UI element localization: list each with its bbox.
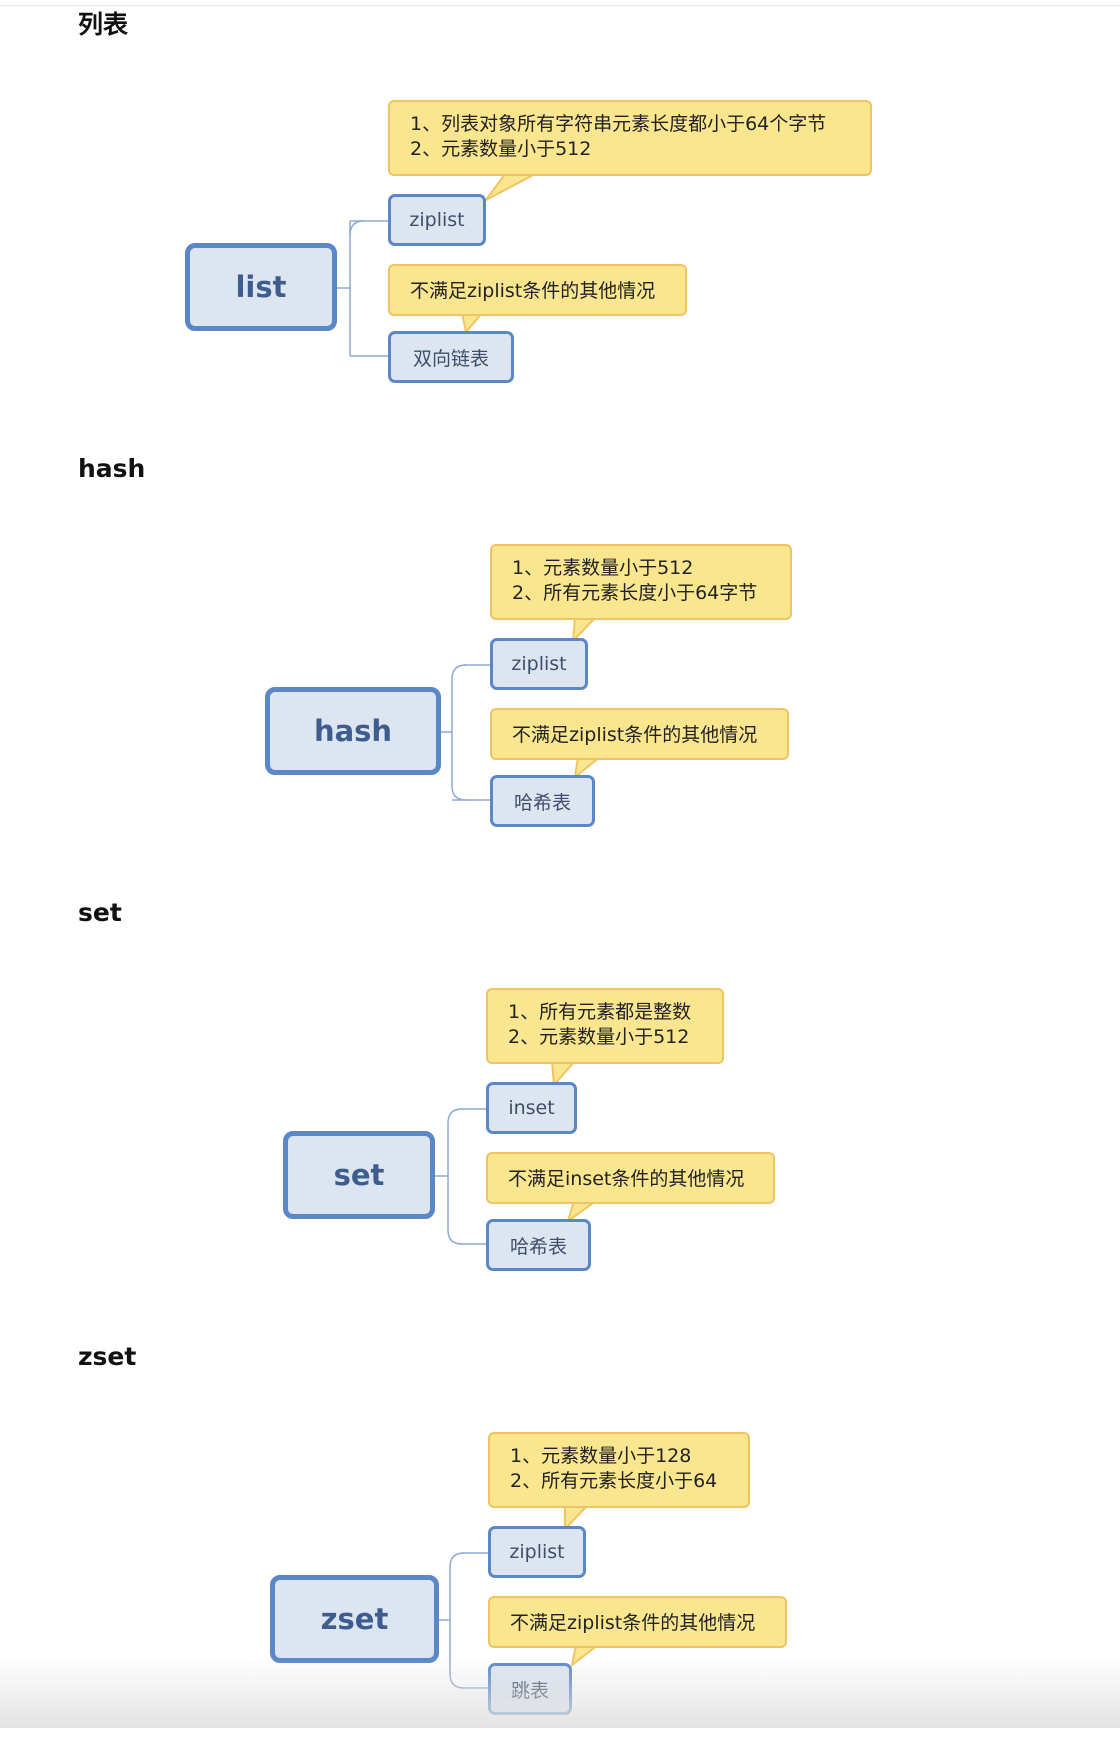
note-tail xyxy=(573,756,603,780)
child-node-ziplist[interactable]: ziplist xyxy=(388,194,486,246)
note-line: 1、元素数量小于128 xyxy=(510,1445,692,1467)
section-heading-hash: hash xyxy=(78,454,146,483)
fallback-note: 不满足inset条件的其他情况 xyxy=(486,1152,775,1204)
note-line: 不满足inset条件的其他情况 xyxy=(508,1168,745,1190)
note-line: 不满足ziplist条件的其他情况 xyxy=(510,1612,756,1634)
connector-line xyxy=(337,220,388,357)
condition-note: 1、所有元素都是整数 2、元素数量小于512 xyxy=(486,988,724,1064)
child-node-ziplist[interactable]: ziplist xyxy=(488,1526,586,1578)
root-node-zset[interactable]: zset xyxy=(270,1575,439,1663)
note-line: 1、所有元素都是整数 xyxy=(508,1001,692,1023)
connector-curve xyxy=(451,785,467,801)
section-heading-zset: zset xyxy=(78,1342,137,1371)
condition-note: 1、列表对象所有字符串元素长度都小于64个字节 2、元素数量小于512 xyxy=(388,100,872,176)
section-heading-list: 列表 xyxy=(78,10,129,39)
connector-line xyxy=(437,1552,488,1689)
diagram-zset: 1、元素数量小于128 2、所有元素长度小于64 ziplist 不满足zipl… xyxy=(0,1332,1120,1752)
note-tail xyxy=(485,173,536,201)
note-line: 1、列表对象所有字符串元素长度都小于64个字节 xyxy=(410,113,827,135)
note-line: 1、元素数量小于512 xyxy=(512,557,694,579)
fallback-note: 不满足ziplist条件的其他情况 xyxy=(490,708,789,760)
root-node-hash[interactable]: hash xyxy=(265,687,441,775)
section-heading-set: set xyxy=(78,898,122,927)
connector-curve xyxy=(449,1552,465,1568)
connector-curve xyxy=(447,1108,463,1124)
root-node-set[interactable]: set xyxy=(283,1131,435,1219)
connector-lines xyxy=(337,170,536,357)
note-line: 不满足ziplist条件的其他情况 xyxy=(410,280,656,302)
connector-curve xyxy=(349,220,365,236)
connector-curve xyxy=(451,664,467,680)
fallback-note: 不满足ziplist条件的其他情况 xyxy=(488,1596,787,1648)
condition-note: 1、元素数量小于512 2、所有元素长度小于64字节 xyxy=(490,544,792,620)
note-line: 2、元素数量小于512 xyxy=(410,138,592,160)
note-line: 不满足ziplist条件的其他情况 xyxy=(512,724,758,746)
top-divider xyxy=(0,5,1120,6)
note-line: 2、所有元素长度小于64 xyxy=(510,1470,718,1492)
child-node-hashtable[interactable]: 哈希表 xyxy=(490,775,595,827)
child-node-linked-list[interactable]: 双向链表 xyxy=(388,331,514,383)
child-node-hashtable[interactable]: 哈希表 xyxy=(486,1219,591,1271)
note-line: 2、元素数量小于512 xyxy=(508,1026,690,1048)
note-line: 2、所有元素长度小于64字节 xyxy=(512,582,758,604)
diagram-set: 1、所有元素都是整数 2、元素数量小于512 inset 不满足inset条件的… xyxy=(0,888,1120,1308)
condition-note: 1、元素数量小于128 2、所有元素长度小于64 xyxy=(488,1432,750,1508)
diagram-list: 1、列表对象所有字符串元素长度都小于64个字节 2、元素数量小于512 zipl… xyxy=(0,0,1120,420)
root-node-list[interactable]: list xyxy=(185,243,337,331)
connector-curve xyxy=(447,1229,463,1245)
bottom-fade xyxy=(0,1658,1120,1728)
fallback-note: 不满足ziplist条件的其他情况 xyxy=(388,264,687,316)
connector-line xyxy=(435,1108,486,1245)
diagram-hash: 1、元素数量小于512 2、所有元素长度小于64字节 ziplist 不满足zi… xyxy=(0,444,1120,864)
note-tail xyxy=(566,1200,600,1224)
connector-line xyxy=(439,664,490,801)
child-node-ziplist[interactable]: ziplist xyxy=(490,638,588,690)
child-node-inset[interactable]: inset xyxy=(486,1082,577,1134)
